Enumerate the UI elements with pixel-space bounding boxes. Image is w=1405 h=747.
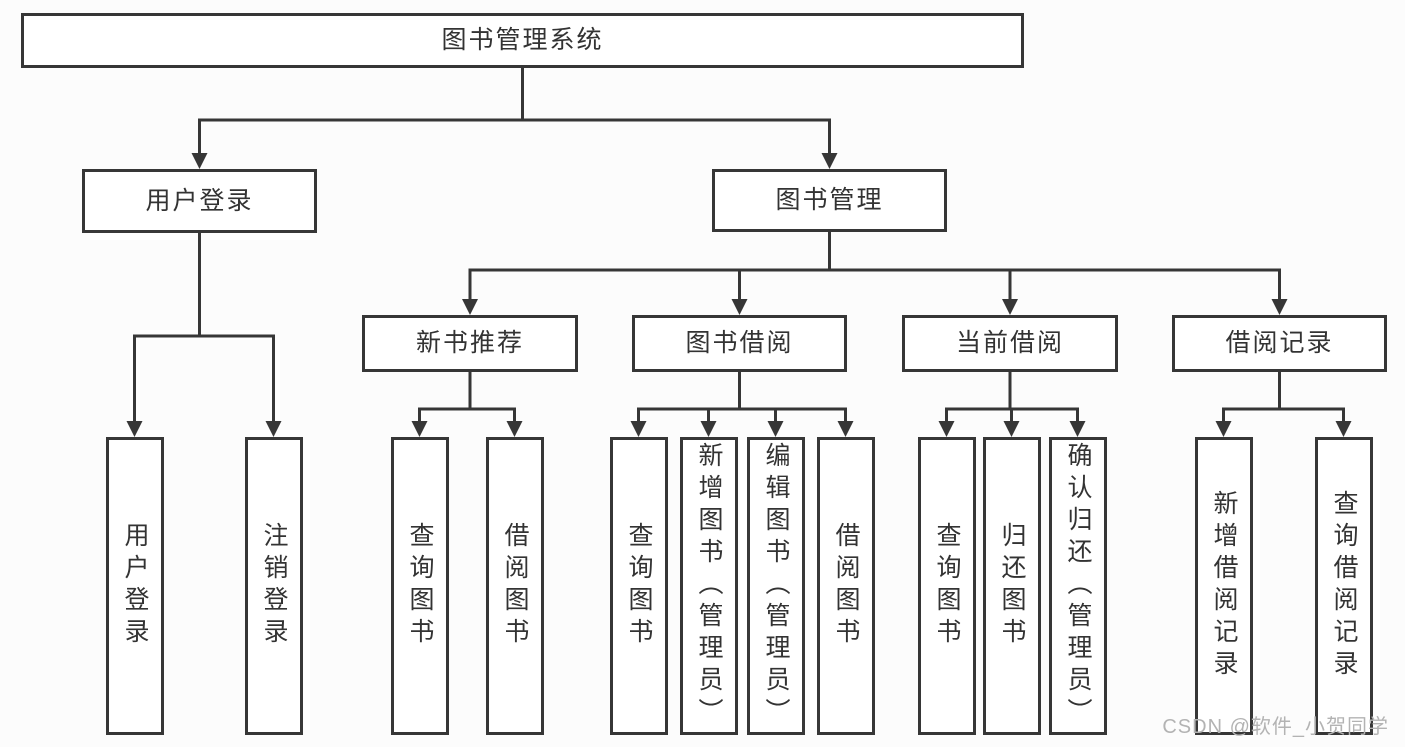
node-label: 图书管理系统 xyxy=(441,26,604,54)
connector-user-login-split xyxy=(126,233,282,437)
node-label: 图书借阅 xyxy=(685,329,794,357)
node-label: 编辑图书（管理员） xyxy=(762,442,790,730)
node-label: 借阅图书 xyxy=(501,522,529,650)
leaf-add-book-admin: 新增图书（管理员） xyxy=(679,437,738,735)
leaf-edit-book-admin: 编辑图书（管理员） xyxy=(746,437,805,735)
node-borrow-record: 借阅记录 xyxy=(1172,315,1387,372)
connector-borrow-record-split xyxy=(1215,372,1352,437)
connector-current-borrow-split xyxy=(938,372,1086,437)
node-current-borrow: 当前借阅 xyxy=(902,315,1118,372)
node-label: 确认归还（管理员） xyxy=(1064,442,1092,730)
node-label: 借阅记录 xyxy=(1225,329,1334,357)
leaf-logout: 注销登录 xyxy=(244,437,303,735)
connector-book-borrow-split xyxy=(630,372,854,437)
leaf-query-borrow-record: 查询借阅记录 xyxy=(1314,437,1373,735)
node-label: 查询图书 xyxy=(625,522,653,650)
connector-new-book-split xyxy=(411,372,523,437)
leaf-query-book-3: 查询图书 xyxy=(917,437,976,735)
leaf-borrow-book-1: 借阅图书 xyxy=(485,437,544,735)
leaf-return-book: 归还图书 xyxy=(982,437,1041,735)
connector-root-split xyxy=(191,68,838,169)
node-label: 用户登录 xyxy=(145,186,254,215)
node-label: 图书管理 xyxy=(775,186,884,214)
leaf-user-login: 用户登录 xyxy=(105,437,164,735)
node-book-management: 图书管理 xyxy=(712,169,947,232)
connector-book-mgmt-split xyxy=(462,232,1288,315)
node-book-borrow: 图书借阅 xyxy=(632,315,847,372)
node-label: 查询借阅记录 xyxy=(1330,490,1358,682)
node-label: 新增借阅记录 xyxy=(1210,490,1238,682)
node-label: 新书推荐 xyxy=(415,329,524,357)
leaf-query-book-1: 查询图书 xyxy=(390,437,449,735)
node-label: 注销登录 xyxy=(260,522,288,650)
leaf-query-book-2: 查询图书 xyxy=(609,437,668,735)
node-new-book-recommend: 新书推荐 xyxy=(362,315,578,372)
node-label: 用户登录 xyxy=(121,522,149,650)
node-label: 新增图书（管理员） xyxy=(695,442,723,730)
node-label: 当前借阅 xyxy=(955,329,1064,357)
leaf-confirm-return-admin: 确认归还（管理员） xyxy=(1048,437,1107,735)
node-label: 查询图书 xyxy=(933,522,961,650)
node-user-login: 用户登录 xyxy=(82,169,317,233)
leaf-add-borrow-record: 新增借阅记录 xyxy=(1194,437,1253,735)
node-label: 查询图书 xyxy=(406,522,434,650)
leaf-borrow-book-2: 借阅图书 xyxy=(816,437,875,735)
node-label: 借阅图书 xyxy=(832,522,860,650)
node-root: 图书管理系统 xyxy=(21,13,1024,68)
node-label: 归还图书 xyxy=(998,522,1026,650)
